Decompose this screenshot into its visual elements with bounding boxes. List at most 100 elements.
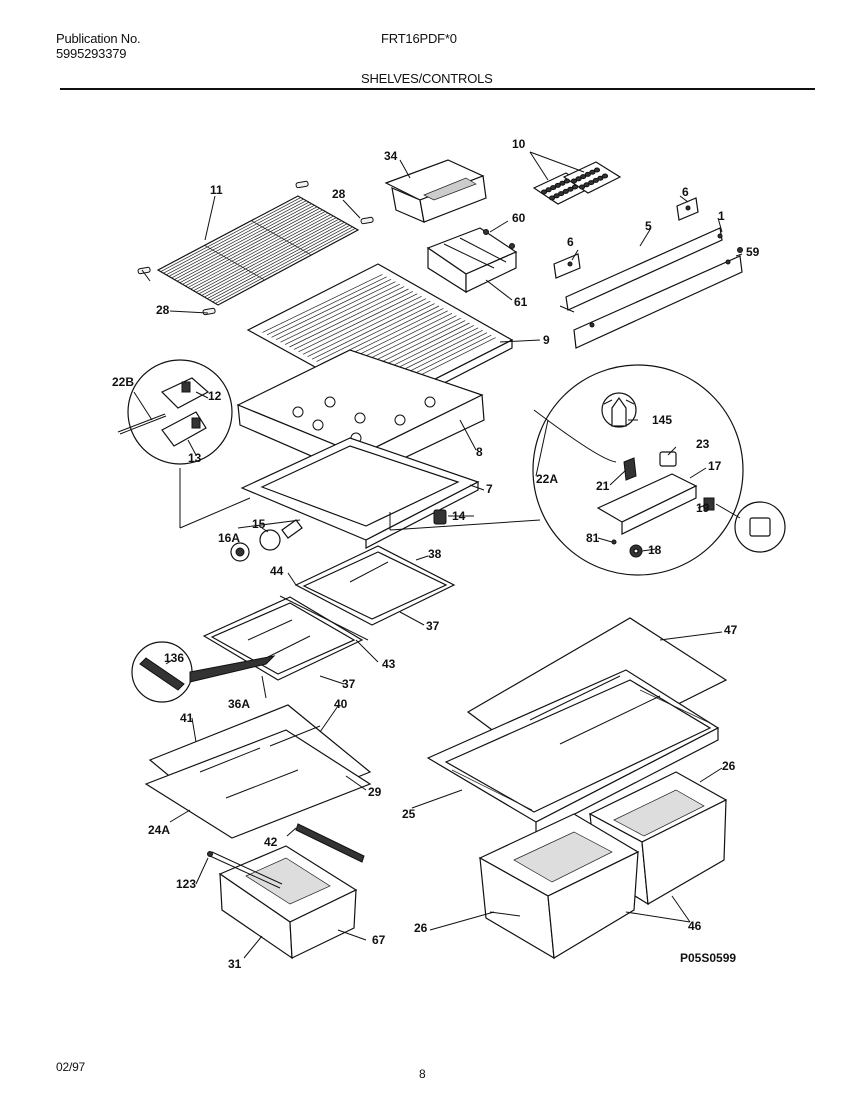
leader-line [165, 659, 173, 665]
leader-line [609, 469, 627, 486]
leader-line [411, 789, 463, 809]
callout-34: 34 [384, 149, 398, 163]
callout-26: 26 [722, 759, 736, 773]
leader-line [667, 446, 677, 456]
leader-line [243, 935, 263, 959]
control-panel [559, 227, 743, 349]
leader-lines [133, 151, 743, 959]
callout-7: 7 [486, 482, 493, 496]
callout-37: 37 [426, 619, 440, 633]
small-parts [230, 509, 470, 562]
callout-29: 29 [368, 785, 382, 799]
leader-line [191, 717, 197, 743]
callout-25: 25 [402, 807, 416, 821]
leader-line [187, 439, 197, 456]
callout-145: 145 [652, 413, 672, 427]
callout-40: 40 [334, 697, 348, 711]
publication-label: Publication No. [56, 31, 141, 46]
leader-line [195, 857, 209, 885]
leader-line [625, 911, 691, 923]
leader-line [429, 911, 495, 931]
callout-13: 13 [188, 451, 202, 465]
leader-line [485, 279, 513, 301]
leader-line [699, 767, 723, 783]
leader-line [489, 911, 521, 917]
leader-line [499, 339, 541, 343]
egg-trays [532, 161, 622, 205]
leader-line [286, 827, 297, 837]
crisper-drawer-left [478, 813, 640, 960]
callout-61: 61 [514, 295, 528, 309]
leader-line [639, 227, 652, 247]
detail-circle-left [117, 359, 233, 465]
leader-line [261, 527, 269, 533]
callout-26: 26 [414, 921, 428, 935]
leader-lines-frame [179, 468, 541, 531]
model-number: FRT16PDF*0 [381, 31, 457, 46]
callout-44: 44 [270, 564, 284, 578]
leader-line [659, 631, 723, 641]
section-title: SHELVES/CONTROLS [361, 71, 493, 86]
footer-page: 8 [419, 1067, 426, 1081]
leader-line [529, 151, 585, 173]
leader-line [535, 419, 549, 477]
leader-line [261, 675, 267, 699]
leader-line [342, 199, 361, 219]
callout-14: 14 [452, 509, 466, 523]
leader-line [489, 220, 509, 233]
callout-28: 28 [156, 303, 170, 317]
callout-41: 41 [180, 711, 194, 725]
leader-line [399, 159, 411, 179]
leader-line [287, 572, 297, 586]
leader-line [169, 310, 209, 314]
leader-line [697, 503, 709, 509]
leader-line [204, 195, 216, 241]
glass-shelf-large [144, 704, 372, 839]
crisper-cover-large [426, 617, 728, 835]
callout-1: 1 [718, 209, 725, 223]
callout-22B: 22B [112, 375, 134, 389]
lower-frame [240, 437, 480, 549]
callout-21: 21 [596, 479, 610, 493]
callout-28: 28 [332, 187, 346, 201]
leader-line [355, 639, 379, 663]
footer-date: 02/97 [56, 1060, 86, 1074]
leader-line [319, 675, 345, 685]
leader-line [671, 895, 691, 923]
leader-line [319, 705, 339, 733]
header-rule [60, 88, 815, 90]
leader-line [337, 929, 367, 941]
callout-81: 81 [586, 531, 600, 545]
callout-18: 18 [648, 543, 662, 557]
callout-136: 136 [164, 651, 184, 665]
callout-8: 8 [476, 445, 483, 459]
brackets [553, 197, 699, 279]
wire-shelf [137, 180, 374, 316]
callout-42: 42 [264, 835, 278, 849]
callout-6: 6 [682, 185, 689, 199]
callout-24A: 24A [148, 823, 170, 837]
leader-line [195, 391, 209, 399]
callout-60: 60 [512, 211, 526, 225]
leader-line [529, 151, 549, 181]
callout-15: 15 [252, 517, 266, 531]
butter-compartment [426, 227, 518, 294]
leader-line [641, 548, 657, 552]
callout-31: 31 [228, 957, 242, 971]
callout-10: 10 [512, 137, 526, 151]
callout-36A: 36A [228, 697, 250, 711]
callout-23: 23 [696, 437, 710, 451]
publication-number: 5995293379 [56, 46, 127, 61]
leader-line [141, 269, 151, 282]
leader-line [679, 195, 689, 203]
leader-line [345, 775, 367, 791]
leader-line [459, 419, 477, 451]
callout-38: 38 [428, 547, 442, 561]
callout-37: 37 [342, 677, 356, 691]
callout-46: 46 [688, 919, 702, 933]
callout-11: 11 [210, 183, 223, 197]
callout-5: 5 [645, 219, 652, 233]
callout-59: 59 [746, 245, 760, 259]
